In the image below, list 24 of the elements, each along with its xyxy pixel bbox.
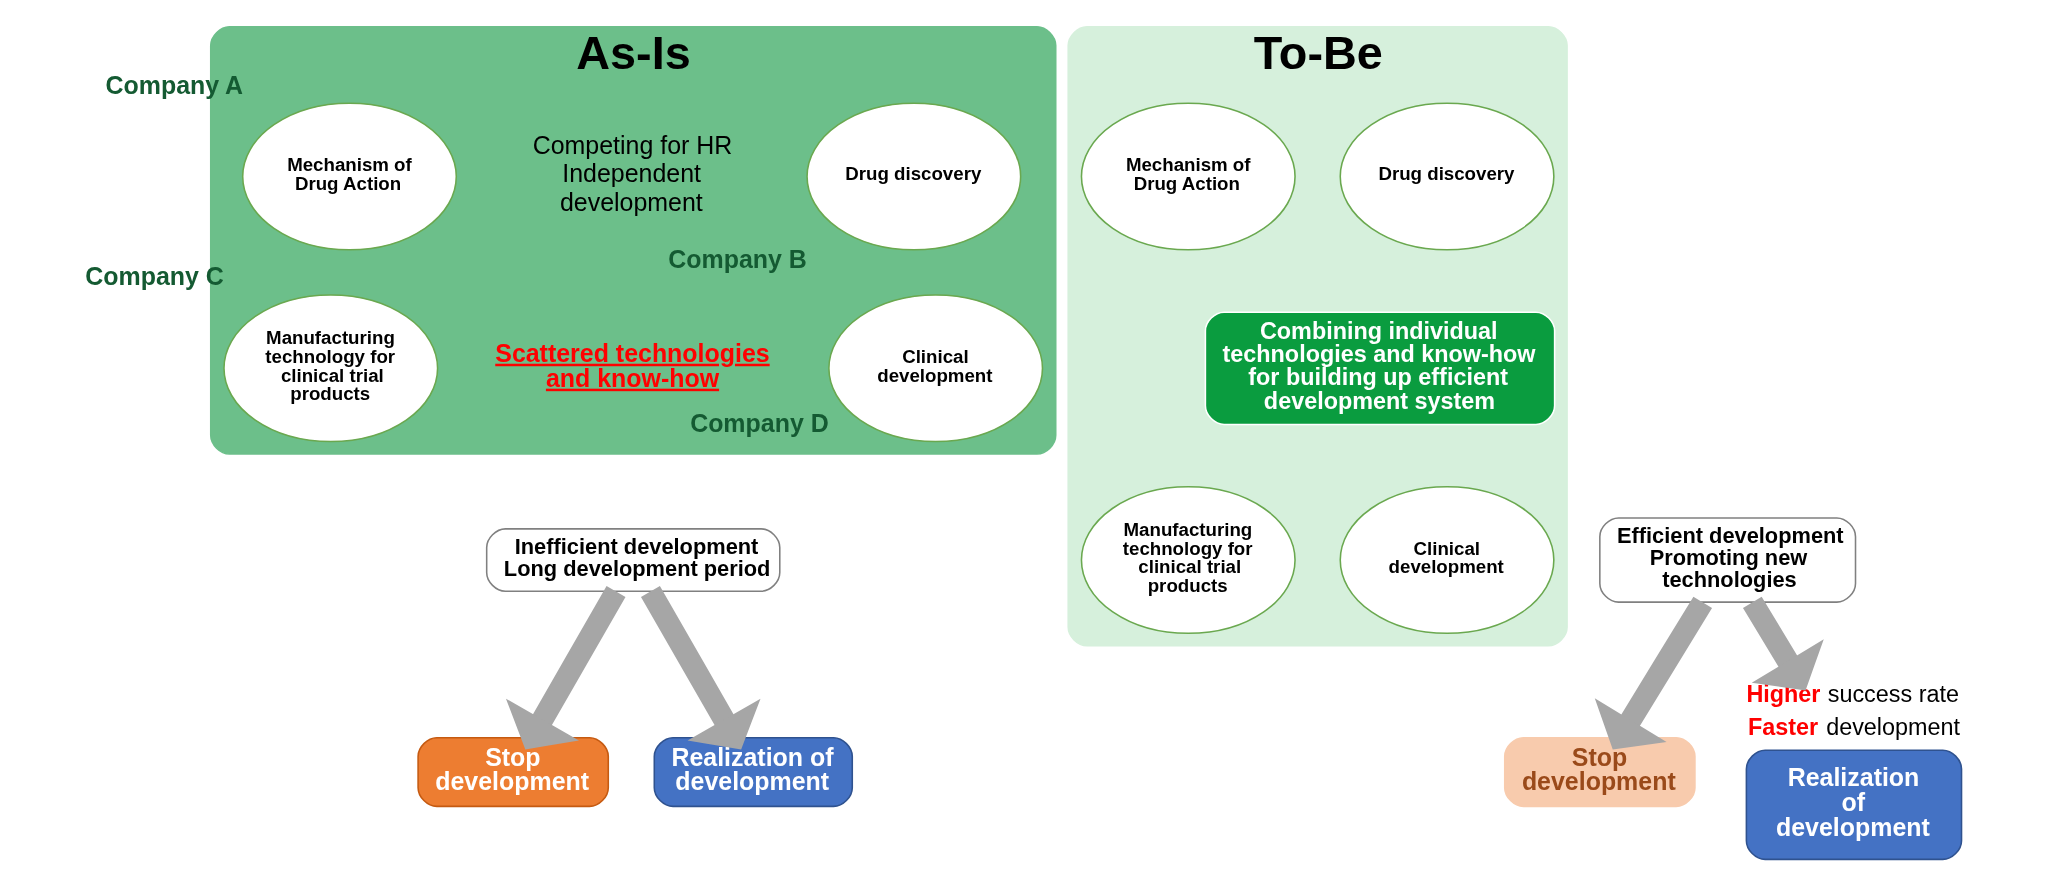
- node-ellipse: Drug discovery: [806, 102, 1022, 251]
- node-box: Efficient development Promoting new technologies: [1599, 517, 1857, 603]
- arrow: [1742, 596, 1824, 691]
- arrow: [1594, 596, 1713, 750]
- node-ellipse: Drug discovery: [1339, 102, 1555, 251]
- node-ellipse: Clinical development: [1339, 486, 1555, 635]
- label: Scattered technologies and know-how: [495, 338, 770, 392]
- node-box: Stop development: [417, 737, 610, 808]
- node-box: Realization of development: [653, 737, 854, 808]
- label: Competing for HR Independent development: [532, 131, 733, 216]
- node-ellipse: Mechanism of Drug Action: [1080, 102, 1296, 251]
- node-label: Company B: [668, 245, 807, 274]
- node-box: Combining individual technologies and know-how for building up efficient development system: [1204, 311, 1556, 426]
- node-ellipse: Manufacturing technology for clinical trial products: [1080, 486, 1296, 635]
- node-label: Faster development: [1747, 713, 1960, 740]
- node-label: Higher success rate: [1746, 680, 1959, 707]
- node-label: Company D: [690, 408, 829, 437]
- node-box: Stop development: [1503, 737, 1696, 808]
- node-ellipse: Manufacturing technology for clinical trial products: [223, 294, 439, 443]
- arrow: [505, 586, 626, 750]
- arrow: [640, 586, 761, 750]
- node-ellipse: Clinical development: [828, 294, 1044, 443]
- node-box: Inefficient development Long development period: [485, 528, 781, 592]
- node-ellipse: Mechanism of Drug Action: [241, 102, 458, 251]
